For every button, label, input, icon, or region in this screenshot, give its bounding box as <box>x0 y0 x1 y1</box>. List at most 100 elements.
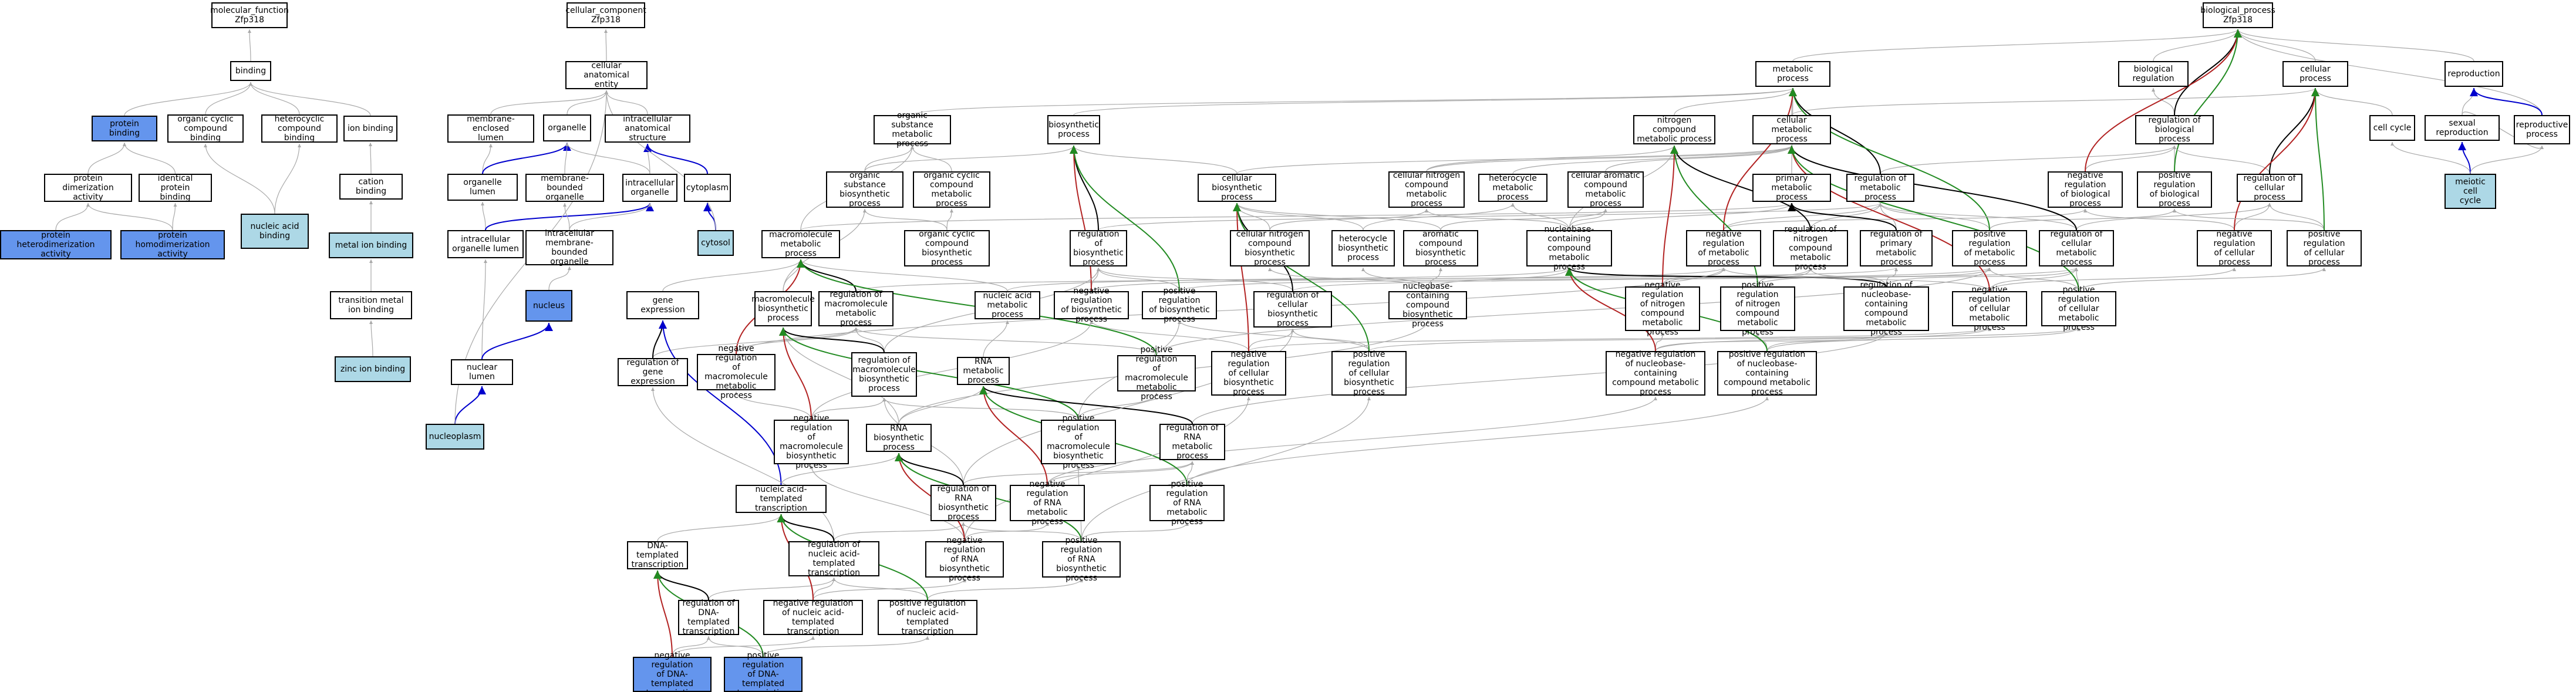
go-term-node-mbp[interactable]: macromolecule biosynthetic process <box>751 291 815 326</box>
go-term-node-prnatt[interactable]: positive regulation of nucleic acid-temp… <box>878 599 977 636</box>
go-term-node-rcp[interactable]: regulation of cellular process <box>2237 174 2302 202</box>
go-term-node-nrbp[interactable]: negative regulation of biological proces… <box>2048 171 2123 208</box>
go-term-node-phom[interactable]: protein homodimerization activity <box>120 230 225 259</box>
go-term-node-cbp[interactable]: cellular biosynthetic process <box>1198 174 1276 202</box>
go-term-node-nrbsp[interactable]: negative regulation of biosynthetic proc… <box>1054 286 1129 324</box>
go-term-node-prmp[interactable]: positive regulation of metabolic process <box>1952 229 2027 267</box>
go-term-node-ocb[interactable]: organic cyclic compound binding <box>167 114 244 143</box>
go-term-node-prcp[interactable]: positive regulation of cellular process <box>2287 229 2362 267</box>
go-term-node-cncmp[interactable]: cellular nitrogen compound metabolic pro… <box>1388 171 1465 208</box>
go-term-node-prcbp[interactable]: positive regulation of cellular biosynth… <box>1331 350 1407 397</box>
go-term-node-natt[interactable]: nucleic acid-templated transcription <box>736 485 827 513</box>
go-term-node-nrmmp[interactable]: negative regulation of macromolecule met… <box>697 344 776 400</box>
go-term-node-metab[interactable]: metabolic process <box>1755 61 1830 87</box>
go-term-node-rbsp[interactable]: regulation of biosynthetic process <box>1070 229 1127 267</box>
go-term-node-rmmp[interactable]: regulation of macromolecule metabolic pr… <box>818 290 893 328</box>
go-term-node-cncbp[interactable]: cellular nitrogen compound biosynthetic … <box>1230 229 1310 267</box>
go-term-node-mf[interactable]: molecular_function Zfp318 <box>210 2 289 28</box>
go-term-node-rrnamp[interactable]: regulation of RNA metabolic process <box>1159 423 1225 461</box>
go-term-node-reprop[interactable]: reproductive process <box>2514 115 2570 144</box>
go-term-node-nrmp[interactable]: negative regulation of metabolic process <box>1686 229 1761 267</box>
go-term-node-prmbp[interactable]: positive regulation of macromolecule bio… <box>1041 414 1116 470</box>
go-term-node-prcmp[interactable]: positive regulation of cellular metaboli… <box>2041 285 2116 332</box>
go-term-node-prbsp[interactable]: positive regulation of biosynthetic proc… <box>1142 286 1217 324</box>
go-term-node-rnatt[interactable]: regulation of nucleic acid-templated tra… <box>788 540 879 578</box>
go-term-node-prdtt[interactable]: positive regulation of DNA-templated tra… <box>724 651 803 692</box>
go-term-node-nbcmp[interactable]: nucleobase-containing compound metabolic… <box>1526 225 1612 272</box>
go-term-node-ias[interactable]: intracellular anatomical structure <box>605 114 690 143</box>
go-term-node-hcb[interactable]: heterocyclic compound binding <box>261 114 338 143</box>
go-term-node-rncmp[interactable]: regulation of nitrogen compound metaboli… <box>1773 225 1848 272</box>
go-term-node-prncmp[interactable]: positive regulation of nitrogen compound… <box>1720 281 1795 337</box>
go-term-node-phet[interactable]: protein heterodimerization activity <box>0 230 112 259</box>
go-term-node-cmp[interactable]: cellular metabolic process <box>1752 115 1831 144</box>
go-term-node-prrnabp[interactable]: positive regulation of RNA biosynthetic … <box>1042 536 1121 583</box>
go-term-node-ncmp[interactable]: nitrogen compound metabolic process <box>1633 115 1715 144</box>
go-term-node-mbo[interactable]: membrane-bounded organelle <box>525 174 604 202</box>
go-term-node-rnabp[interactable]: RNA biosynthetic process <box>866 424 932 452</box>
go-term-node-rge[interactable]: regulation of gene expression <box>618 358 688 386</box>
go-term-node-cytoplasm[interactable]: cytoplasm <box>684 174 731 202</box>
go-term-node-cellproc[interactable]: cellular process <box>2282 61 2348 87</box>
go-term-node-bp[interactable]: biological_process Zfp318 <box>2200 2 2275 28</box>
go-term-node-pda[interactable]: protein dimerization activity <box>44 174 132 202</box>
go-term-node-prmmp[interactable]: positive regulation of macromolecule met… <box>1117 345 1196 401</box>
go-term-node-rcmp[interactable]: regulation of cellular metabolic process <box>2039 229 2114 267</box>
go-term-node-nrnatt[interactable]: negative regulation of nucleic acid-temp… <box>763 599 863 636</box>
go-term-node-namp[interactable]: nucleic acid metabolic process <box>975 291 1040 319</box>
go-term-node-acbp[interactable]: aromatic compound biosynthetic process <box>1403 229 1478 267</box>
go-term-node-nrcp[interactable]: negative regulation of cellular process <box>2197 229 2272 267</box>
go-term-node-biosyn[interactable]: biosynthetic process <box>1047 115 1100 144</box>
go-term-node-mmp[interactable]: macromolecule metabolic process <box>761 230 840 258</box>
go-term-node-nrnbcmp[interactable]: negative regulation of nucleobase-contai… <box>1606 350 1705 397</box>
go-term-node-protein_binding[interactable]: protein binding <box>92 116 157 141</box>
go-term-node-intorg[interactable]: intracellular organelle <box>622 174 677 202</box>
go-term-node-nrncmp[interactable]: negative regulation of nitrogen compound… <box>1625 281 1700 337</box>
go-term-node-organelle[interactable]: organelle <box>543 114 591 141</box>
go-term-node-ion_binding[interactable]: ion binding <box>343 116 397 141</box>
go-term-node-nucleus[interactable]: nucleus <box>525 290 572 322</box>
go-term-node-rdtt[interactable]: regulation of DNA-templated transcriptio… <box>678 599 739 636</box>
go-term-node-rnamp[interactable]: RNA metabolic process <box>957 357 1010 385</box>
go-term-node-cae[interactable]: cellular anatomical entity <box>565 61 648 89</box>
go-term-node-cellcycle[interactable]: cell cycle <box>2369 115 2415 141</box>
go-term-node-mel[interactable]: membrane-enclosed lumen <box>447 114 534 143</box>
go-term-node-tmib[interactable]: transition metal ion binding <box>330 291 412 319</box>
go-term-node-nbcbp[interactable]: nucleobase-containing compound biosynthe… <box>1388 282 1467 329</box>
go-term-node-rbp[interactable]: regulation of biological process <box>2135 115 2214 144</box>
go-term-node-occbp[interactable]: organic cyclic compound biosynthetic pro… <box>904 229 990 267</box>
go-term-node-rpmp[interactable]: regulation of primary metabolic process <box>1860 229 1933 267</box>
go-term-node-biolreg[interactable]: biological regulation <box>2118 61 2189 87</box>
go-term-node-dtt[interactable]: DNA-templated transcription <box>627 541 688 569</box>
go-term-node-rrnabp[interactable]: regulation of RNA biosynthetic process <box>930 484 996 522</box>
go-term-node-gexp[interactable]: gene expression <box>626 291 699 319</box>
go-term-node-nrrnabp[interactable]: negative regulation of RNA biosynthetic … <box>925 536 1004 583</box>
go-term-node-repro[interactable]: reproduction <box>2444 61 2503 87</box>
go-term-node-zinc[interactable]: zinc ion binding <box>335 356 411 382</box>
go-term-node-iol[interactable]: intracellular organelle lumen <box>447 230 524 258</box>
go-term-node-osbp[interactable]: organic substance biosynthetic process <box>826 171 903 208</box>
go-term-node-imbo[interactable]: intracellular membrane-bounded organelle <box>525 229 613 266</box>
go-term-node-prbp[interactable]: positive regulation of biological proces… <box>2137 171 2212 208</box>
go-term-node-nrcmp[interactable]: negative regulation of cellular metaboli… <box>1952 285 2027 332</box>
go-term-node-cation[interactable]: cation binding <box>339 174 403 200</box>
go-term-node-binding[interactable]: binding <box>230 61 271 81</box>
go-term-node-nuclumen[interactable]: nuclear lumen <box>451 359 513 385</box>
go-term-node-prnbcmp[interactable]: positive regulation of nucleobase-contai… <box>1717 350 1817 397</box>
go-term-node-metal[interactable]: metal ion binding <box>329 232 413 258</box>
go-term-node-hbp[interactable]: heterocycle biosynthetic process <box>1331 230 1395 266</box>
go-term-node-cytosol[interactable]: cytosol <box>697 230 734 256</box>
go-term-node-nrdtt[interactable]: negative regulation of DNA-templated tra… <box>633 651 712 692</box>
go-term-node-mcc[interactable]: meiotic cell cycle <box>2444 174 2496 209</box>
go-term-node-rnbcmp[interactable]: regulation of nucleobase-containing comp… <box>1843 281 1929 337</box>
go-term-node-hmp[interactable]: heterocycle metabolic process <box>1478 174 1547 202</box>
go-term-node-cc[interactable]: cellular_component Zfp318 <box>565 2 646 28</box>
go-term-node-nab[interactable]: nucleic acid binding <box>241 214 309 249</box>
go-term-node-rcbp[interactable]: regulation of cellular biosynthetic proc… <box>1253 291 1332 328</box>
go-term-node-osmp[interactable]: organic substance metabolic process <box>874 111 951 148</box>
go-term-node-nrmbp[interactable]: negative regulation of macromolecule bio… <box>774 414 849 470</box>
go-term-node-cacmp[interactable]: cellular aromatic compound metabolic pro… <box>1567 171 1644 208</box>
go-term-node-rmbp[interactable]: regulation of macromolecule biosynthetic… <box>851 352 917 397</box>
go-term-node-nucleoplasm[interactable]: nucleoplasm <box>426 424 484 450</box>
go-term-node-sexrep[interactable]: sexual reproduction <box>2425 115 2500 141</box>
